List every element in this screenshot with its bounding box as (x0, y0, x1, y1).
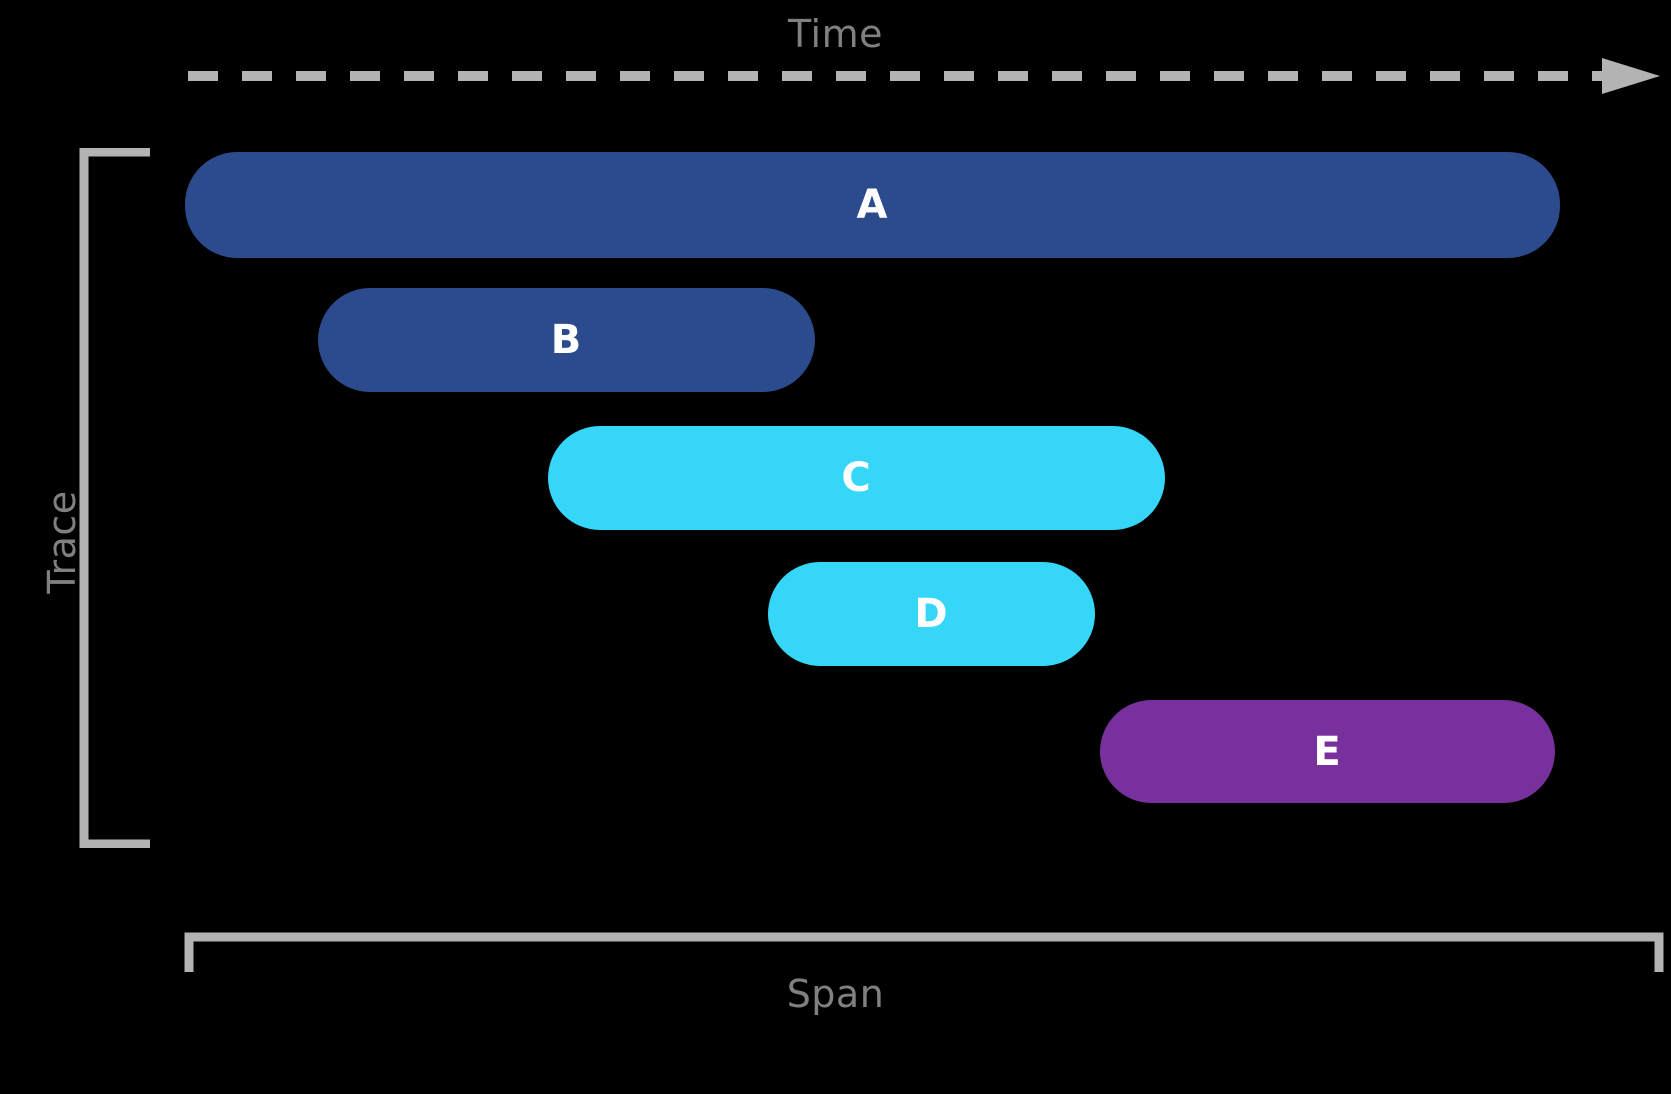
span-bar-a[interactable]: A (185, 152, 1560, 258)
span-bar-c[interactable]: C (548, 426, 1165, 530)
span-bar-label: A (856, 182, 889, 228)
span-axis-label: Span (786, 972, 885, 1016)
trace-bracket (78, 148, 158, 848)
time-axis-label: Time (788, 12, 883, 56)
span-bar-e[interactable]: E (1100, 700, 1555, 803)
span-bar-label: E (1313, 728, 1342, 775)
span-bar-b[interactable]: B (318, 288, 815, 392)
span-bar-label: D (914, 591, 949, 637)
span-bar-label: B (550, 317, 583, 363)
span-bracket (184, 932, 1664, 976)
span-bar-label: C (841, 455, 872, 501)
time-arrow-icon (188, 58, 1660, 94)
span-bar-d[interactable]: D (768, 562, 1095, 666)
